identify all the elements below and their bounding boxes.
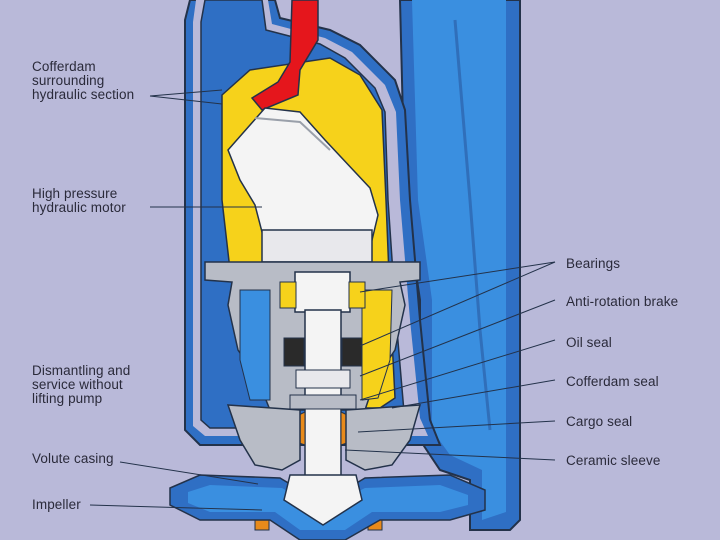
hydraulic-supply-pipe	[250, 0, 319, 111]
hydraulic-motor	[227, 107, 379, 263]
label-bearings: Bearings	[566, 256, 621, 271]
label-volute-casing: Volute casing	[32, 451, 114, 466]
label-dismantling-and-service: Dismantling and service without lifting …	[32, 363, 131, 406]
label-anti-rotation-brake: Anti-rotation brake	[566, 294, 679, 309]
label-cargo-seal: Cargo seal	[566, 414, 633, 429]
label-cofferdam-seal: Cofferdam seal	[566, 374, 659, 389]
discharge-column	[398, 0, 521, 531]
label-oil-seal: Oil seal	[566, 335, 612, 350]
label-ceramic-sleeve: Ceramic sleeve	[566, 453, 661, 468]
label-impeller: Impeller	[32, 497, 81, 512]
label-high-pressure-hydraulic-motor: High pressure hydraulic motor	[32, 186, 126, 215]
leader-lines	[89, 89, 556, 511]
shaft-assembly	[279, 271, 366, 491]
label-cofferdam-hydraulic-section: Cofferdam surrounding hydraulic section	[32, 59, 135, 102]
volute-and-impeller	[169, 404, 486, 540]
